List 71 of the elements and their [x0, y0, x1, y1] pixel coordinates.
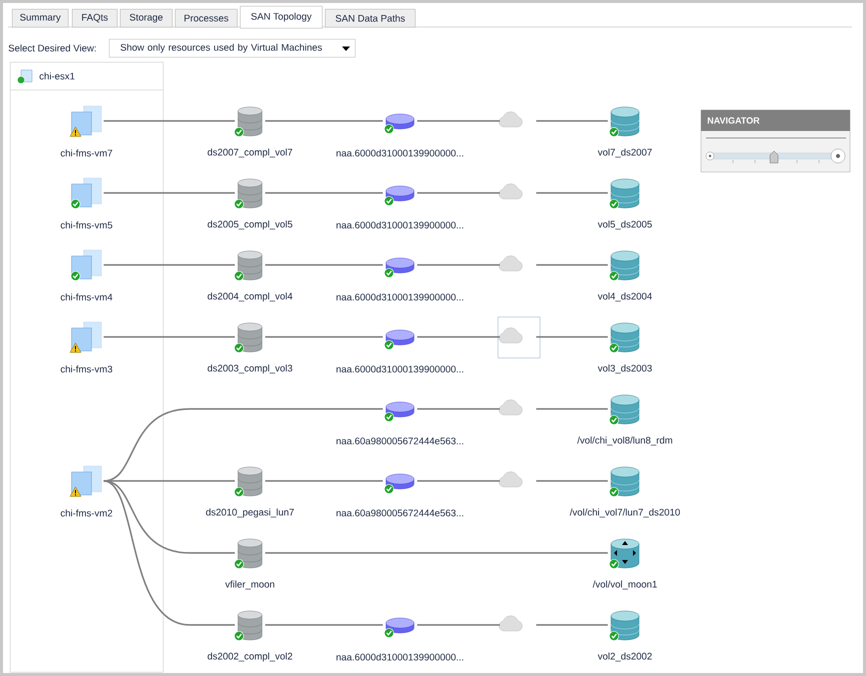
node-label: vol2_ds2002 [598, 652, 652, 662]
tab: Summary [12, 8, 68, 28]
node-label: naa.6000d31000139900000... [336, 149, 464, 156]
node-label: vol5_ds2005 [598, 220, 652, 230]
node-label: vfiler_moon [225, 580, 274, 590]
node-label: chi-fms-vm7 [60, 149, 112, 156]
node-label: ds2003_compl_vol3 [208, 364, 292, 374]
connector-line [536, 264, 608, 266]
connector-line [104, 192, 235, 194]
node-label: vol3_ds2003 [598, 364, 652, 374]
tab: SAN Data Paths [325, 8, 416, 28]
connector-line [104, 480, 235, 554]
field-label: Select Desired View: [8, 44, 96, 52]
connector-line [536, 480, 608, 482]
tab: Processes [175, 8, 238, 28]
node-label: ds2010_pegasi_lun7 [206, 508, 294, 518]
cloud-icon [498, 328, 522, 344]
node-label: chi-fms-vm4 [60, 293, 112, 300]
connector-line [265, 192, 383, 194]
connector-line [417, 624, 500, 626]
node-label: /vol/vol_moon1 [592, 580, 657, 590]
node-label: chi-fms-vm5 [60, 221, 112, 228]
tab: SAN Topology [240, 6, 322, 28]
node-label: chi-fms-vm2 [60, 509, 112, 516]
connector-line [536, 624, 608, 626]
connector-line [536, 192, 608, 194]
connector-line [417, 408, 500, 410]
cloud-icon [498, 256, 522, 272]
connector-line [104, 480, 235, 482]
dropdown-field: Show only resources used by Virtual Machines [109, 38, 356, 58]
cloud-icon [498, 112, 522, 128]
node-label: /vol/chi_vol8/lun8_rdm [577, 436, 672, 446]
node-label: vol7_ds2007 [598, 148, 652, 158]
connector-line [104, 336, 235, 338]
connector-line [265, 264, 383, 266]
navigator-panel: NAVIGATOR [700, 110, 850, 172]
connector-line [417, 120, 500, 122]
connector-line [417, 336, 500, 338]
tab: FAQts [72, 8, 118, 28]
cloud-icon [498, 184, 522, 200]
connector-line [417, 480, 500, 482]
node-label: naa.6000d31000139900000... [336, 221, 464, 228]
connector-line [265, 120, 383, 122]
connector-line [265, 624, 383, 626]
node-label: naa.60a980005672444e563... [336, 438, 464, 444]
connector-line [104, 264, 235, 266]
cloud-icon [498, 400, 522, 416]
node-label: naa.6000d31000139900000... [336, 365, 464, 372]
node-label: naa.6000d31000139900000... [336, 653, 464, 660]
node-label: ds2007_compl_vol7 [208, 148, 292, 158]
tab: Storage [120, 8, 172, 28]
connector-line [536, 336, 608, 338]
node-label: naa.6000d31000139900000... [336, 293, 464, 300]
node-label: ds2005_compl_vol5 [208, 220, 292, 230]
connector-line [536, 120, 608, 122]
connector-line [536, 408, 608, 410]
connector-line [265, 552, 608, 554]
connector-line [265, 336, 383, 338]
cloud-icon [498, 616, 522, 632]
connector-line [417, 264, 500, 266]
node-label: chi-fms-vm3 [60, 365, 112, 372]
node-label: vol4_ds2004 [598, 292, 652, 302]
cloud-icon [498, 472, 522, 488]
node-label: ds2002_compl_vol2 [208, 652, 292, 662]
connector-line [103, 480, 235, 626]
connector-line [104, 120, 235, 122]
node-label: ds2004_compl_vol4 [208, 292, 292, 302]
connector-line [265, 480, 383, 482]
node-label: /vol/chi_vol7/lun7_ds2010 [570, 508, 680, 518]
node-label: naa.60a980005672444e563... [336, 510, 464, 516]
connector-line [417, 192, 500, 194]
